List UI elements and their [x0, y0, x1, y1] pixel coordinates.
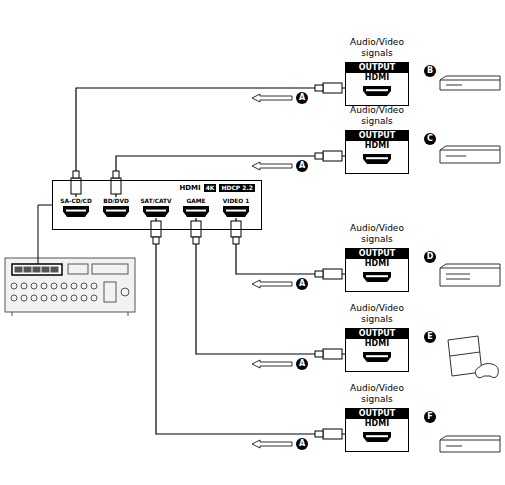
- output-box: OUTPUTHDMI: [345, 328, 409, 372]
- devices: [440, 76, 500, 452]
- signal-arrow: [252, 94, 292, 102]
- jack-label: VIDEO 1: [217, 197, 255, 205]
- jack-label: GAME: [177, 197, 215, 205]
- signal-arrow: [252, 162, 292, 170]
- hdmi-port: [222, 205, 250, 218]
- panel-label: 4K: [204, 184, 217, 192]
- output-box: OUTPUTHDMI: [345, 248, 409, 292]
- jack-label: BD/DVD: [97, 197, 135, 205]
- callout-letter: B: [424, 65, 436, 77]
- hdmi-input-jack: SA-CD/CD: [57, 197, 95, 218]
- hdmi-input-panel: HDMI 4KHDCP 2.2SA-CD/CDBD/DVDSAT/CATVGAME…: [52, 180, 262, 230]
- hdmi-port: [62, 205, 90, 218]
- hdmi-cable: [231, 218, 345, 279]
- signal-arrow: [252, 280, 292, 288]
- callout-letter: C: [424, 133, 436, 145]
- output-heading: OUTPUT: [346, 329, 408, 339]
- callout-letter: A: [296, 92, 308, 104]
- hdmi-port: [362, 431, 392, 443]
- zoom-leader: [38, 205, 52, 264]
- callout-letter: A: [296, 438, 308, 450]
- output-label: HDMI: [346, 141, 408, 151]
- panel-label: HDMI: [179, 184, 200, 192]
- callout-letter: D: [424, 251, 436, 263]
- output-label: HDMI: [346, 339, 408, 349]
- hdmi-input-jack: BD/DVD: [97, 197, 135, 218]
- hdmi-port: [362, 271, 392, 283]
- output-heading: OUTPUT: [346, 131, 408, 141]
- output-heading: OUTPUT: [346, 409, 408, 419]
- hdmi-port: [362, 351, 392, 363]
- signal-label: Audio/Video signals: [339, 37, 415, 59]
- output-box: OUTPUTHDMI: [345, 408, 409, 452]
- output-heading: OUTPUT: [346, 249, 408, 259]
- callout-letter: A: [296, 358, 308, 370]
- output-heading: OUTPUT: [346, 63, 408, 73]
- hdmi-port: [142, 205, 170, 218]
- panel-label: HDCP 2.2: [219, 184, 255, 192]
- signal-arrow: [252, 440, 292, 448]
- hdmi-cable: [191, 218, 345, 359]
- jack-label: SAT/CATV: [137, 197, 175, 205]
- output-label: HDMI: [346, 73, 408, 83]
- hdmi-cable: [151, 218, 345, 439]
- hdmi-port: [102, 205, 130, 218]
- hdmi-input-jack: SAT/CATV: [137, 197, 175, 218]
- hdmi-input-jack: VIDEO 1: [217, 197, 255, 218]
- callout-letter: E: [424, 331, 436, 343]
- callout-letter: A: [296, 278, 308, 290]
- output-label: HDMI: [346, 259, 408, 269]
- output-box: OUTPUTHDMI: [345, 62, 409, 106]
- hdmi-port: [362, 85, 392, 97]
- hdmi-input-jack: GAME: [177, 197, 215, 218]
- signal-arrow: [252, 360, 292, 368]
- signal-label: Audio/Video signals: [339, 105, 415, 127]
- hdmi-cable: [111, 151, 345, 197]
- output-label: HDMI: [346, 419, 408, 429]
- output-box: OUTPUTHDMI: [345, 130, 409, 174]
- signal-label: Audio/Video signals: [339, 303, 415, 325]
- hdmi-port: [182, 205, 210, 218]
- receiver-rear: [5, 258, 135, 316]
- jack-label: SA-CD/CD: [57, 197, 95, 205]
- signal-label: Audio/Video signals: [339, 383, 415, 405]
- callout-letter: F: [424, 411, 436, 423]
- hdmi-port: [362, 153, 392, 165]
- signal-label: Audio/Video signals: [339, 223, 415, 245]
- callout-letter: A: [296, 160, 308, 172]
